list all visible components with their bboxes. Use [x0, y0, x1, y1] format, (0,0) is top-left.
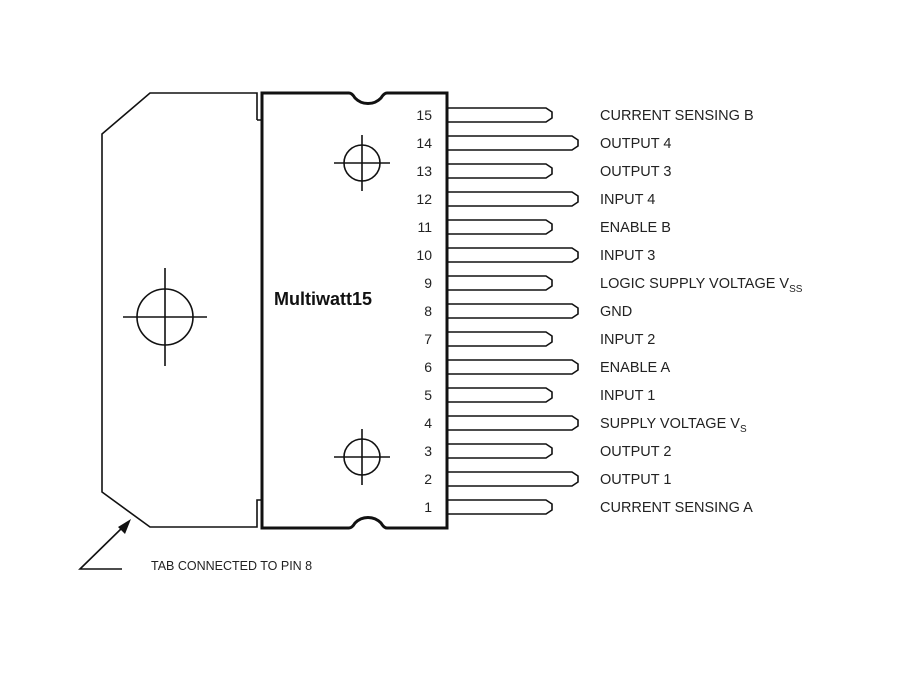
- tab-arrow-icon: [78, 519, 131, 570]
- pin-label: LOGIC SUPPLY VOLTAGE VSS: [600, 276, 803, 295]
- tab-mounting-hole: [123, 268, 207, 366]
- pin-6: 6 ENABLE A: [424, 359, 670, 376]
- pin-lead: [447, 359, 579, 375]
- pin-number: 9: [424, 275, 432, 291]
- pin-11: 11 ENABLE B: [417, 219, 670, 236]
- pin-number: 4: [424, 415, 432, 431]
- pin-label-text: LOGIC SUPPLY VOLTAGE V: [600, 276, 789, 292]
- pin-number: 7: [424, 331, 432, 347]
- pin-label: INPUT 3: [600, 248, 655, 264]
- pin-lead: [447, 247, 579, 263]
- pin-number: 15: [416, 107, 432, 123]
- package-body: [260, 91, 449, 530]
- pin-label: OUTPUT 2: [600, 444, 671, 460]
- pin-label-text: ENABLE A: [600, 360, 670, 376]
- pin-label: INPUT 1: [600, 388, 655, 404]
- pin-label: OUTPUT 1: [600, 472, 671, 488]
- pin-5: 5 INPUT 1: [424, 387, 655, 404]
- pin-label: INPUT 2: [600, 332, 655, 348]
- body-hole-bottom: [334, 429, 390, 485]
- pin-number: 12: [416, 191, 432, 207]
- pin-label: SUPPLY VOLTAGE VS: [600, 416, 747, 435]
- pin-10: 10 INPUT 3: [416, 247, 655, 264]
- pin-label-text: GND: [600, 304, 632, 320]
- pin-label: ENABLE A: [600, 360, 670, 376]
- pin-label: ENABLE B: [600, 220, 671, 236]
- pin-label-text: SUPPLY VOLTAGE V: [600, 416, 740, 432]
- pin-label-text: INPUT 3: [600, 248, 655, 264]
- pin-number: 2: [424, 471, 432, 487]
- pin-number: 1: [424, 499, 432, 515]
- pin-lead: [447, 275, 553, 291]
- pin-number: 8: [424, 303, 432, 319]
- pin-number: 6: [424, 359, 432, 375]
- pin-label-text: INPUT 1: [600, 388, 655, 404]
- heatsink-tab: [101, 92, 262, 528]
- pin-label: CURRENT SENSING A: [600, 500, 753, 516]
- pin-7: 7 INPUT 2: [424, 331, 655, 348]
- pin-lead: [447, 219, 553, 235]
- pin-lead: [447, 499, 553, 515]
- pin-9: 9 LOGIC SUPPLY VOLTAGE VSS: [424, 275, 803, 295]
- pin-number: 5: [424, 387, 432, 403]
- pin-label-text: OUTPUT 1: [600, 472, 671, 488]
- pin-label: OUTPUT 4: [600, 136, 671, 152]
- pin-label-subscript: S: [740, 424, 747, 435]
- pin-lead: [447, 135, 579, 151]
- pin-lead: [447, 331, 553, 347]
- pin-number: 10: [416, 247, 432, 263]
- pin-label: INPUT 4: [600, 192, 655, 208]
- pin-label-text: OUTPUT 3: [600, 164, 671, 180]
- pin-3: 3 OUTPUT 2: [424, 443, 671, 460]
- pin-number: 13: [416, 163, 432, 179]
- pin-15: 15 CURRENT SENSING B: [416, 107, 753, 124]
- pin-13: 13 OUTPUT 3: [416, 163, 671, 180]
- tab-note: TAB CONNECTED TO PIN 8: [151, 559, 312, 573]
- pin-lead: [447, 471, 579, 487]
- pin-label: OUTPUT 3: [600, 164, 671, 180]
- pin-lead: [447, 443, 553, 459]
- pin-label-text: ENABLE B: [600, 220, 671, 236]
- pin-lead: [447, 163, 553, 179]
- pin-label-text: OUTPUT 4: [600, 136, 671, 152]
- pin-1: 1 CURRENT SENSING A: [424, 499, 753, 516]
- pin-label-text: CURRENT SENSING A: [600, 500, 753, 516]
- pin-label-subscript: SS: [789, 284, 803, 295]
- pin-lead: [447, 387, 553, 403]
- pin-number: 3: [424, 443, 432, 459]
- pin-label-text: INPUT 2: [600, 332, 655, 348]
- pin-lead: [447, 107, 553, 123]
- pin-lead: [447, 303, 579, 319]
- pin-lead: [447, 191, 579, 207]
- pin-label: CURRENT SENSING B: [600, 108, 754, 124]
- pin-2: 2 OUTPUT 1: [424, 471, 671, 488]
- pin-8: 8 GND: [424, 303, 632, 320]
- pin-number: 11: [417, 219, 432, 235]
- pin-4: 4 SUPPLY VOLTAGE VS: [424, 415, 747, 435]
- package-name: Multiwatt15: [274, 289, 372, 309]
- pin-label-text: CURRENT SENSING B: [600, 108, 754, 124]
- body-hole-top: [334, 135, 390, 191]
- pin-number: 14: [416, 135, 432, 151]
- pin-lead: [447, 415, 579, 431]
- pin-14: 14 OUTPUT 4: [416, 135, 671, 152]
- pin-12: 12 INPUT 4: [416, 191, 655, 208]
- pin-label-text: OUTPUT 2: [600, 444, 671, 460]
- pin-label-text: INPUT 4: [600, 192, 655, 208]
- pin-label: GND: [600, 304, 632, 320]
